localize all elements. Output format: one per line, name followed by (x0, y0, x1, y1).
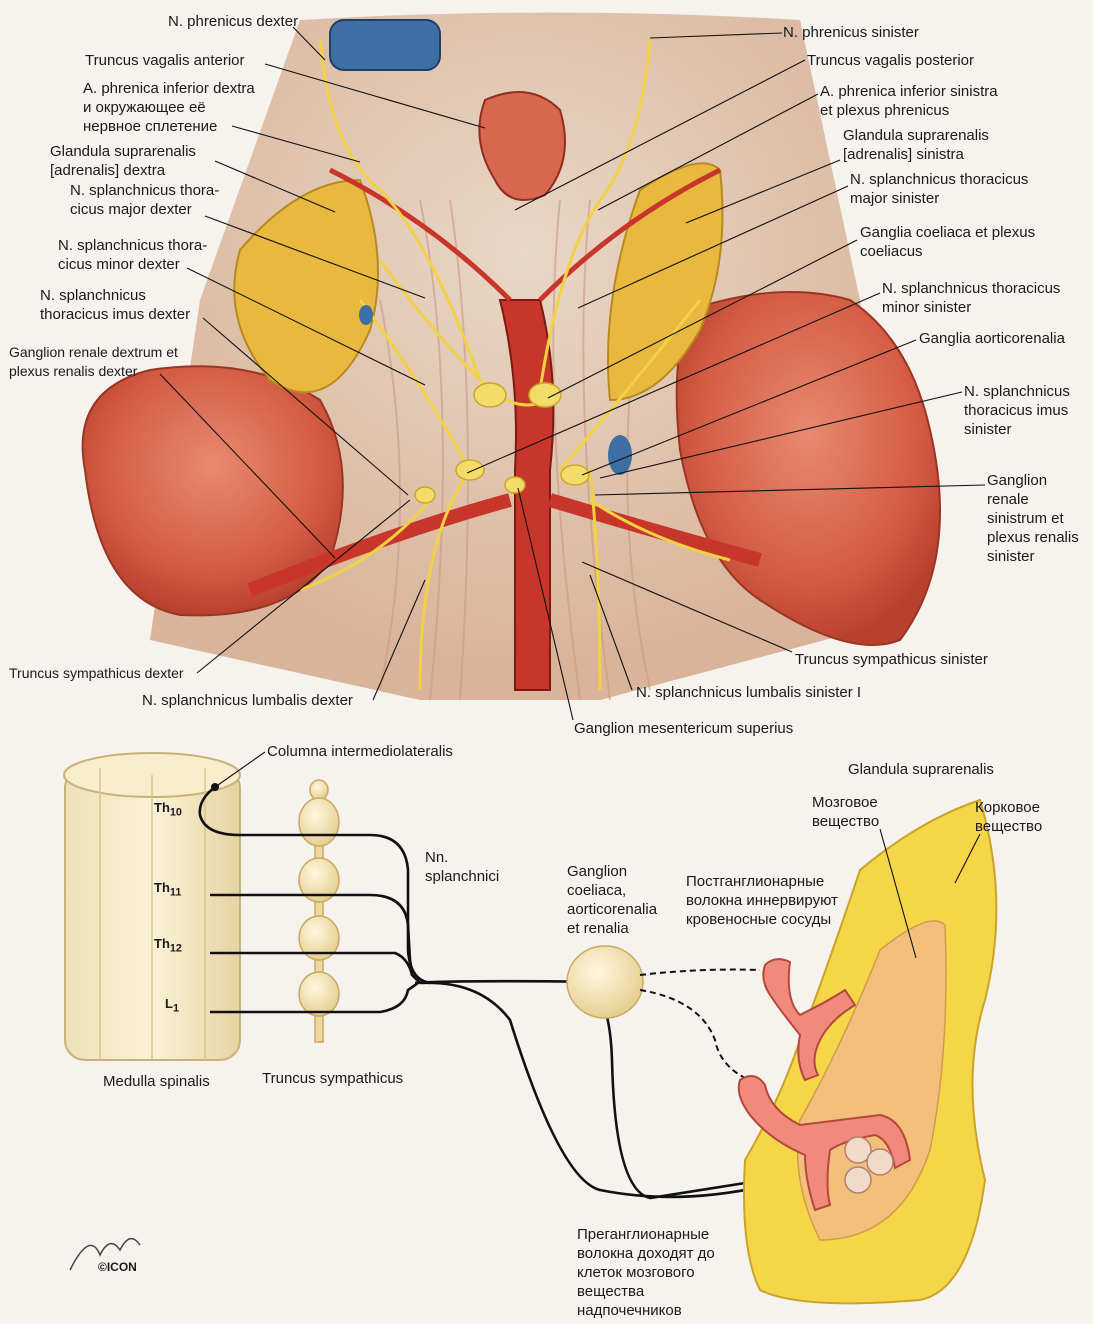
label-gland-supra-dextra-2: [adrenalis] dextra (50, 162, 166, 179)
label-ganglion-3: aorticorenalia (567, 901, 658, 918)
label-truncus: Truncus sympathicus (262, 1070, 404, 1087)
label-spl-imus-sinister-1: N. splanchnicus (964, 383, 1070, 400)
label-kork-2: вещество (975, 818, 1043, 835)
label-spl-lumbalis-sinister: N. splanchnicus lumbalis sinister I (636, 684, 862, 701)
label-gland-title: Glandula suprarenalis (848, 761, 994, 778)
label-ganglion-renale-sinistrum-3: sinistrum et (987, 510, 1064, 527)
label-l1: L1 (165, 996, 179, 1015)
ganglia (414, 382, 590, 504)
label-truncus-symp-sinister: Truncus sympathicus sinister (795, 651, 988, 668)
label-ganglion-renale-dextrum-1: Ganglion renale dextrum et (9, 344, 178, 360)
right-kidney (81, 365, 344, 617)
label-phrenicus-sinister: N. phrenicus sinister (783, 24, 919, 41)
vena-cava-stump (329, 19, 441, 71)
label-ganglia-coeliaca-1: Ganglia coeliaca et plexus (860, 224, 1036, 241)
intermediolateral-dot (211, 783, 219, 791)
label-ganglion-2: coeliaca, (567, 882, 627, 899)
artist-signature (69, 1237, 141, 1271)
label-pre-3: клеток мозгового (577, 1264, 695, 1281)
label-a-phrenica-inf-dextra-2: и окружающее её (83, 99, 206, 116)
coeliac-ganglion (566, 945, 644, 1019)
label-ganglion-1: Ganglion (567, 863, 628, 880)
label-spl-minor-sinister-1: N. splanchnicus thoracicus (882, 280, 1061, 297)
label-ganglion-4: et renalia (567, 920, 629, 937)
label-pre-2: волокна доходят до (577, 1245, 715, 1262)
label-spl-minor-sinister-2: minor sinister (882, 299, 972, 316)
leader-lines-lower (217, 751, 981, 959)
label-post-1: Постганглионарные (686, 873, 825, 890)
label-medulla: Medulla spinalis (103, 1073, 210, 1090)
label-ganglion-renale-sinistrum-1: Ganglion (987, 472, 1048, 489)
preganglionic-fibers (198, 785, 820, 1200)
label-kork-1: Корковое (975, 799, 1040, 816)
label-spl-major-dexter-2: cicus major dexter (70, 201, 192, 218)
label-post-2: волокна иннервируют (686, 892, 838, 909)
label-spl-major-dexter-1: N. splanchnicus thora- (70, 182, 220, 199)
label-ganglion-renale-sinistrum-5: sinister (987, 548, 1035, 565)
left-renal-artery (547, 493, 762, 567)
label-th10: Th10 (154, 800, 182, 819)
label-post-3: кровеносные сосуды (686, 911, 832, 928)
leader-lines-upper (159, 26, 986, 721)
label-spl-imus-dexter-1: N. splanchnicus (40, 287, 146, 304)
label-ganglia-aorticorenalia: Ganglia aorticorenalia (919, 330, 1065, 347)
label-a-phrenica-inf-sinistra-1: A. phrenica inferior sinistra (820, 83, 998, 100)
nerve-network (299, 39, 731, 691)
right-adrenal-vein (359, 305, 373, 325)
label-spl-imus-dexter-2: thoracicus imus dexter (40, 306, 191, 323)
label-spl-minor-dexter-2: cicus minor dexter (58, 256, 180, 273)
label-ganglion-renale-sinistrum-4: plexus renalis (987, 529, 1079, 546)
label-ganglia-coeliaca-2: coeliacus (860, 243, 923, 260)
sympathetic-trunk (298, 779, 340, 1043)
label-ganglion-mesentericum: Ganglion mesentericum superius (574, 720, 794, 737)
left-renal-vein-stump (608, 435, 632, 475)
label-columna: Columna intermediolateralis (267, 743, 453, 760)
postganglionic-fibers (639, 968, 761, 1079)
right-adrenal-gland (233, 178, 379, 394)
label-spl-lumbalis-dexter: N. splanchnicus lumbalis dexter (142, 692, 353, 709)
label-a-phrenica-inf-dextra-1: A. phrenica inferior dextra (83, 80, 255, 97)
label-a-phrenica-inf-dextra-3: нервное сплетение (83, 118, 218, 135)
label-ganglion-renale-dextrum-2: plexus renalis dexter (9, 363, 138, 379)
label-mozg-2: вещество (812, 813, 880, 830)
label-spl-major-sinister-2: major sinister (850, 190, 940, 207)
publisher-logo: ©ICON (98, 1260, 137, 1274)
label-gland-supra-sinistra-1: Glandula suprarenalis (843, 127, 989, 144)
lower-schema (63, 752, 998, 1305)
label-truncus-vagalis-anterior: Truncus vagalis anterior (85, 52, 245, 69)
label-pre-1: Преганглионарные (577, 1226, 710, 1243)
label-nn-spl-1: Nn. (425, 849, 449, 866)
label-mozg-1: Мозговое (812, 794, 878, 811)
label-spl-imus-sinister-3: sinister (964, 421, 1012, 438)
medulla-cells (844, 1136, 894, 1194)
label-gland-supra-sinistra-2: [adrenalis] sinistra (843, 146, 964, 163)
phrenic-arteries (328, 167, 722, 302)
label-phrenicus-dexter: N. phrenicus dexter (168, 13, 299, 30)
label-spl-major-sinister-1: N. splanchnicus thoracicus (850, 171, 1029, 188)
label-truncus-symp-dexter: Truncus sympathicus dexter (9, 665, 184, 681)
left-adrenal-gland (607, 162, 724, 402)
label-nn-spl-2: splanchnici (425, 868, 500, 885)
blood-vessels (737, 958, 912, 1212)
label-th12: Th12 (154, 936, 182, 955)
label-gland-supra-dextra-1: Glandula suprarenalis (50, 143, 196, 160)
upper-illustration (81, 12, 941, 701)
label-pre-4: вещества (577, 1283, 645, 1300)
label-truncus-vagalis-posterior: Truncus vagalis posterior (807, 52, 975, 69)
label-th11: Th11 (154, 880, 182, 899)
label-spl-imus-sinister-2: thoracicus imus (964, 402, 1069, 419)
label-spl-minor-dexter-1: N. splanchnicus thora- (58, 237, 208, 254)
label-ganglion-renale-sinistrum-2: renale (987, 491, 1029, 508)
label-a-phrenica-inf-sinistra-2: et plexus phrenicus (820, 102, 950, 119)
label-pre-5: надпочечников (577, 1302, 682, 1319)
